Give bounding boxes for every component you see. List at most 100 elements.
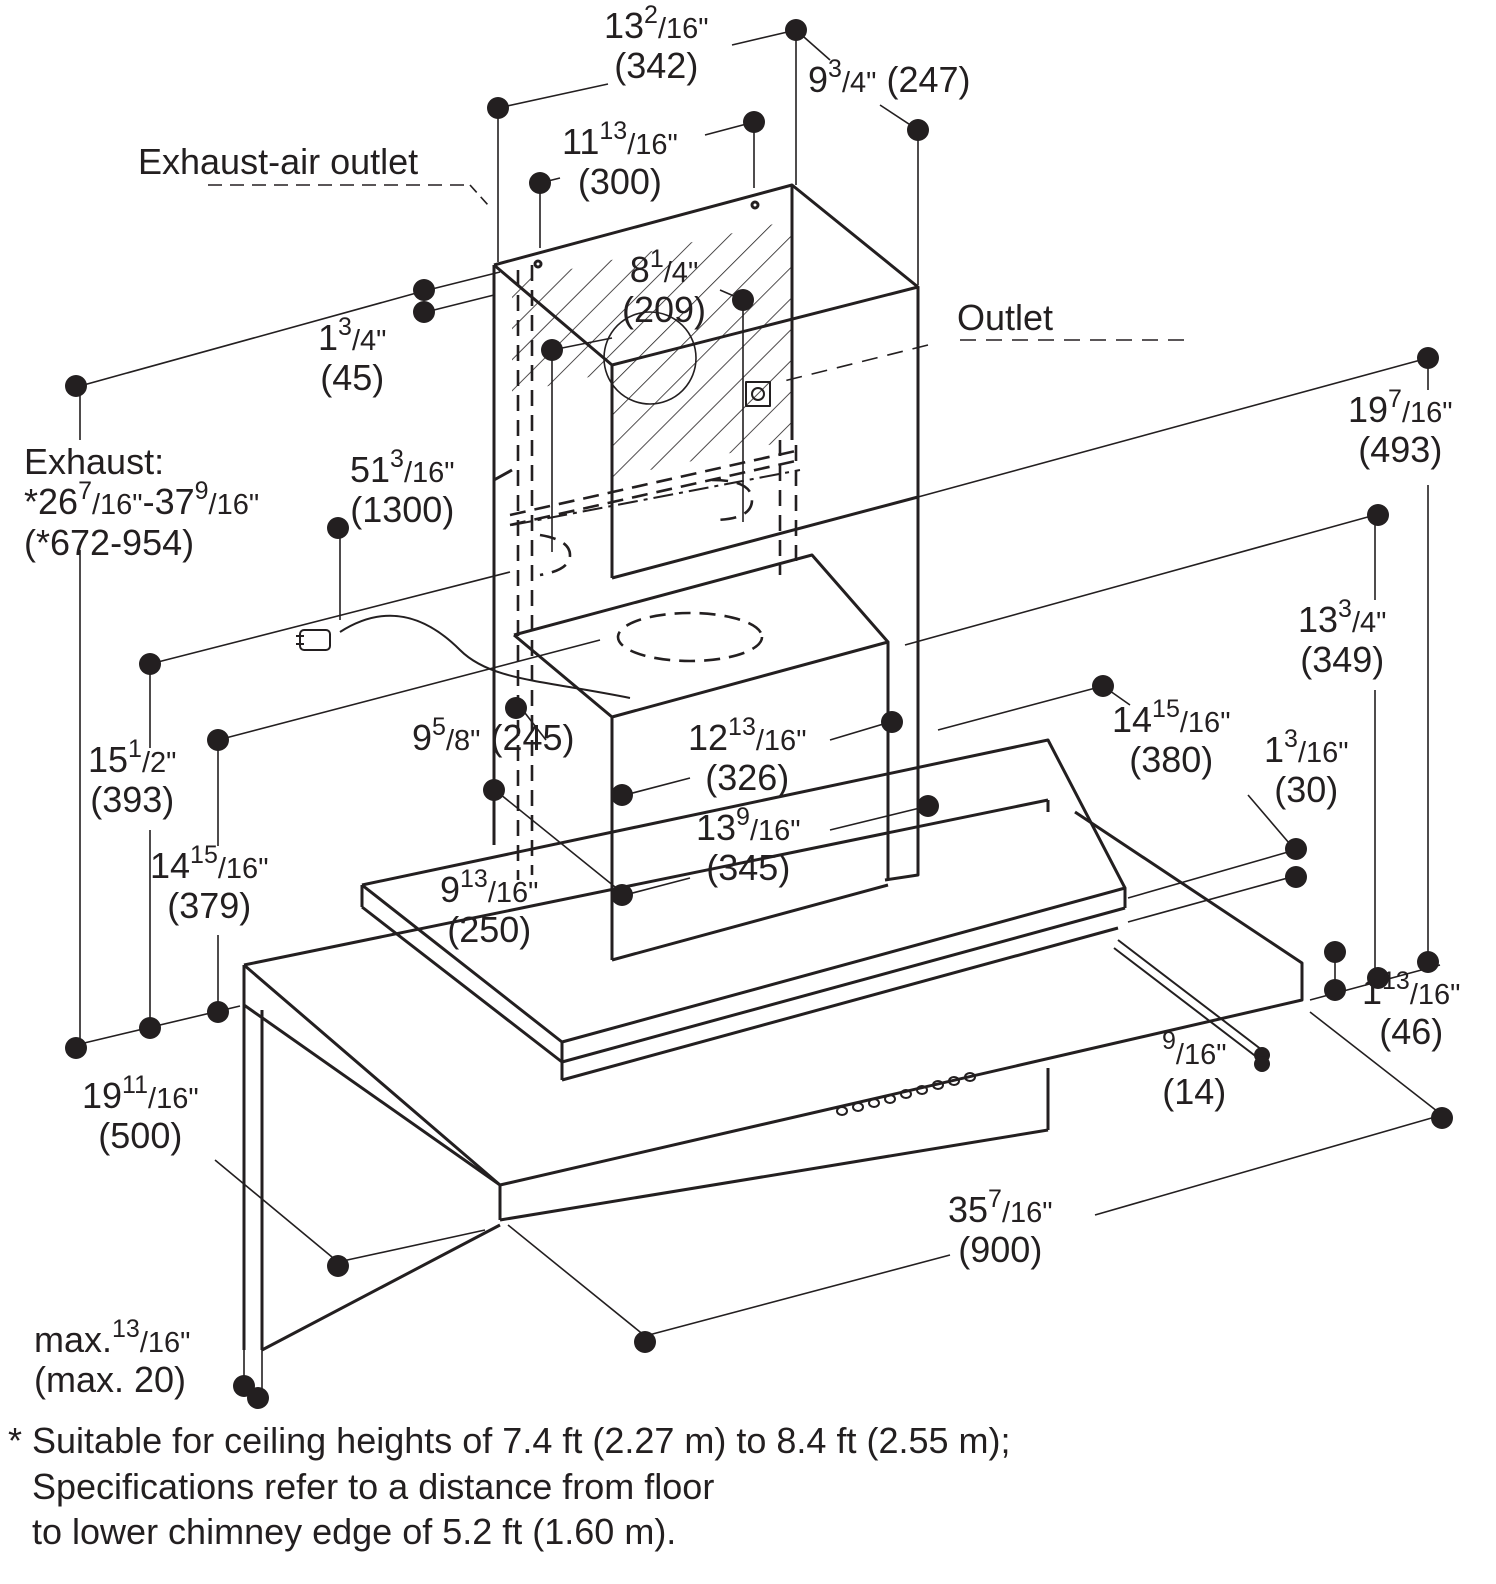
dim-500: 1911/16"(500) (82, 1073, 199, 1157)
dim-imperial: 1911/16" (82, 1073, 199, 1116)
dim-denominator: 16 (1410, 397, 1443, 429)
dim-209: 81/4"(209) (622, 247, 706, 331)
dim-whole: 1 (1264, 729, 1285, 770)
dim-whole: 8 (629, 249, 650, 290)
dim-imperial: 113/16" (1362, 969, 1460, 1012)
dim-imperial: 13/4" (318, 315, 386, 358)
dim-metric: (46) (1379, 1011, 1444, 1053)
dim-denominator: 4 (1360, 607, 1377, 639)
dim-inch-mark: " (790, 815, 801, 847)
dim-denominator: 16 (412, 457, 445, 489)
dim-denominator: 8 (454, 725, 471, 757)
dim-inch-mark: " (1442, 397, 1453, 429)
dim-metric: (1300) (350, 489, 455, 531)
dim-slash: / (1001, 1197, 1011, 1229)
dim-numerator: 3 (338, 313, 352, 341)
dim-imperial: 9/16" (1162, 1029, 1227, 1072)
dim-metric: (342) (614, 45, 699, 87)
dim-metric: (380) (1129, 739, 1214, 781)
dim-whole: 19 (82, 1075, 123, 1116)
dim-inch-mark: " (1338, 737, 1349, 769)
dim-900: 357/16"(900) (948, 1187, 1053, 1271)
dim-slash: / (445, 725, 454, 757)
dim-inch-mark: " (444, 457, 455, 489)
dim-30: 13/16"(30) (1264, 727, 1349, 811)
dim-numerator: 5 (432, 713, 446, 741)
dim-imperial: 132/16" (604, 3, 709, 46)
footnote-line-3: to lower chimney edge of 5.2 ft (1.60 m)… (32, 1511, 677, 1553)
dim-380: 1415/16"(380) (1112, 697, 1231, 781)
dim-numerator: 13 (599, 117, 628, 145)
dim-247: 93/4" (247) (808, 57, 971, 100)
dim-denominator: 16 (666, 13, 699, 45)
dim-whole: 19 (1348, 389, 1389, 430)
dim-metric: (379) (167, 885, 252, 927)
dim-metric: (14) (1162, 1071, 1227, 1113)
dim-numerator: 9 (1162, 1027, 1176, 1055)
dim-slash: / (1179, 707, 1188, 739)
dim-slash: / (1409, 979, 1418, 1011)
exhaust-range: *267/16"-379/16" (24, 477, 260, 523)
outlet-label: Outlet (957, 297, 1054, 338)
dim-slash: / (755, 725, 764, 757)
dim-inch-mark: " (188, 1083, 199, 1115)
dim-slash: / (663, 257, 672, 289)
dim-whole: 9 (412, 717, 433, 758)
dim-slash: / (841, 67, 850, 99)
dim-imperial: 151/2" (88, 737, 176, 780)
dim-metric: (900) (958, 1229, 1043, 1271)
dim-45: 13/4"(45) (318, 315, 386, 399)
dim-numerator: 3 (828, 55, 842, 83)
dim-metric: (300) (577, 161, 662, 203)
dim-denominator: 16 (763, 725, 797, 757)
dim-denominator: 16 (1306, 737, 1339, 769)
dim-whole: 13 (696, 807, 737, 848)
dim-imperial: 197/16" (1348, 387, 1453, 430)
dim-inch-mark: " (1042, 1197, 1053, 1229)
dim-numerator: 3 (1284, 725, 1298, 753)
exhaust-mm: (*672-954) (24, 521, 195, 563)
control-buttons (836, 1072, 976, 1116)
exhaust-title: Exhaust: (24, 441, 165, 482)
dim-inch-mark: " (470, 725, 481, 757)
dim-whole: 9 (808, 59, 829, 100)
dim-whole: 15 (88, 739, 129, 780)
dim-imperial: 913/16" (440, 867, 539, 910)
dim-denominator: 16 (147, 1327, 181, 1359)
dim-245: 95/8" (245) (412, 715, 575, 758)
dim-slash: / (351, 325, 360, 357)
dim-numerator: 7 (1388, 385, 1402, 413)
dim-metric: (250) (447, 909, 532, 951)
dim-300: 1113/16"(300) (562, 119, 678, 203)
dim-inch-mark: " (1220, 707, 1231, 739)
dim-slash: / (749, 815, 759, 847)
dim-whole: 51 (350, 449, 391, 490)
dim-imperial: 1113/16" (562, 119, 678, 162)
dim-345: 139/16"(345) (696, 805, 801, 889)
dim-denominator: 16 (1187, 707, 1221, 739)
exhaust-dimension: Exhaust: *267/16"-379/16" (*672-954) (24, 441, 260, 563)
dim-metric: (493) (1358, 429, 1443, 471)
dim-denominator: 16 (225, 853, 259, 885)
dim-342: 132/16"(342) (604, 3, 709, 87)
dim-numerator: 13 (460, 865, 488, 893)
dim-imperial: 357/16" (948, 1187, 1053, 1230)
dim-numerator: 9 (736, 803, 750, 831)
dim-inch-mark: " (1216, 1039, 1227, 1071)
dim-inch-mark: " (528, 877, 539, 909)
dim-numerator: 15 (190, 841, 218, 869)
dim-whole: 35 (948, 1189, 989, 1230)
dim-numerator: 1 (649, 245, 664, 273)
dim-metric: (30) (1274, 769, 1339, 811)
exhaust-air-outlet-label: Exhaust-air outlet (138, 141, 419, 182)
dim-slash: / (657, 13, 667, 45)
dim-denominator: 16 (495, 877, 529, 909)
dim-max-20: max.13/16"(max. 20) (34, 1317, 190, 1401)
footnote-line-2: Specifications refer to a distance from … (32, 1465, 715, 1507)
dim-numerator: 13 (728, 713, 756, 741)
dim-whole: 14 (1112, 699, 1153, 740)
upper-chimney-back-hatch (512, 220, 792, 478)
hood-body (243, 798, 1049, 967)
